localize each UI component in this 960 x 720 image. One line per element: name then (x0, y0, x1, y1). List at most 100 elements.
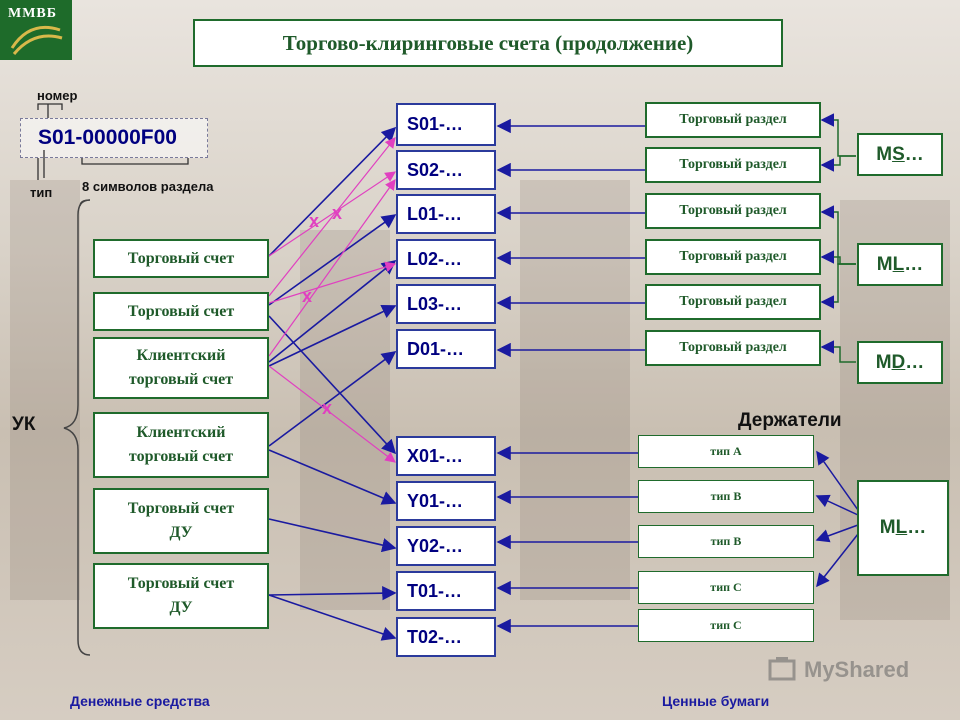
holders-title: Держатели (738, 410, 842, 431)
account-label: Клиентский торговый счет (128, 424, 234, 465)
account-label: Торговый счет ДУ (127, 500, 235, 541)
section-code-box: Y01-… (396, 481, 496, 521)
section-code-box: L01-… (396, 194, 496, 234)
trade-section-box: Торговый раздел (645, 147, 821, 183)
cross-mark: x (302, 286, 313, 306)
trade-section-label: Торговый раздел (679, 340, 787, 355)
myshared-watermark: MyShared (768, 655, 909, 685)
section-code: T02-… (407, 626, 463, 647)
m-prefix: M (876, 253, 893, 275)
section-code-box: L02-… (396, 239, 496, 279)
m-letter: L (895, 517, 908, 538)
section-code: T01-… (407, 580, 463, 601)
bottom-left-label: Денежные средства (70, 693, 210, 709)
uk-brace (63, 199, 91, 656)
account-label: Торговый счет (127, 302, 235, 320)
m-prefix: M (875, 351, 892, 373)
section-code-box: Y02-… (396, 526, 496, 566)
cross-mark: x (309, 211, 320, 231)
section-code-box: T02-… (396, 617, 496, 657)
section-code-box: X01-… (396, 436, 496, 476)
holder-type-box: тип А (638, 435, 814, 468)
account-label: Клиентский торговый счет (128, 347, 234, 388)
trade-section-label: Торговый раздел (679, 203, 787, 218)
code-symbols-label: 8 символов раздела (82, 179, 214, 194)
m-letter: L (892, 253, 905, 275)
cross-mark: x (332, 203, 343, 223)
page-title-text: Торгово-клиринговые счета (продолжение) (282, 30, 694, 55)
holder-type-box: тип С (638, 609, 814, 642)
code-type-label: тип (30, 185, 53, 200)
slides-icon (768, 657, 796, 681)
trade-section-box: Торговый раздел (645, 284, 821, 320)
code-box (20, 118, 208, 158)
mmvb-logo: ММВБ (0, 0, 72, 60)
m-prefix: M (879, 517, 896, 538)
trade-section-box: Торговый раздел (645, 193, 821, 229)
m-suffix: … (907, 517, 927, 538)
green-connectors (820, 113, 856, 363)
watermark-text: MyShared (804, 657, 910, 682)
m-suffix: … (904, 143, 924, 165)
holder-type-label: тип С (710, 618, 742, 632)
trade-section-box: Торговый раздел (645, 239, 821, 275)
holder-type-box: тип В (638, 525, 814, 558)
bottom-right-label: Ценные бумаги (662, 693, 770, 709)
trade-section-label: Торговый раздел (679, 112, 787, 127)
uk-label: УК (12, 414, 36, 435)
m-suffix: … (904, 253, 924, 275)
section-code: S02-… (407, 159, 464, 180)
logo-text: ММВБ (8, 6, 58, 21)
trust-trading-account-box: Торговый счет ДУ (93, 563, 269, 629)
section-code: D01-… (407, 338, 465, 359)
section-code: Y02-… (407, 535, 464, 556)
trade-section-box: Торговый раздел (645, 330, 821, 366)
m-prefix: M (876, 143, 893, 165)
m-letter: D (891, 351, 906, 373)
trade-section-label: Торговый раздел (679, 294, 787, 309)
blue-connections (268, 126, 397, 641)
holder-type-box: тип С (638, 571, 814, 604)
trade-section-label: Торговый раздел (679, 249, 787, 264)
m-letter: S (892, 143, 905, 165)
section-code-box: L03-… (396, 284, 496, 324)
m-suffix: … (905, 351, 925, 373)
section-code-box: T01-… (396, 571, 496, 611)
magenta-connections (268, 137, 397, 463)
trading-account-box: Торговый счет (93, 292, 269, 331)
page-title: Торгово-клиринговые счета (продолжение) (193, 19, 783, 67)
client-trading-account-box: Клиентский торговый счет (93, 412, 269, 478)
section-code: L01-… (407, 203, 463, 224)
section-code: S01-… (407, 114, 464, 134)
holder-type-label: тип В (710, 534, 742, 548)
trading-account-box: Торговый счет (93, 239, 269, 278)
trade-section-label: Торговый раздел (679, 157, 787, 172)
section-arrows (496, 118, 645, 634)
section-code-box: S02-… (396, 150, 496, 190)
code-value: S01-00000F00 (38, 126, 177, 149)
trust-trading-account-box: Торговый счет ДУ (93, 488, 269, 554)
section-code: X01-… (407, 445, 464, 466)
holder-type-box: тип В (638, 480, 814, 513)
holder-type-label: тип С (710, 580, 742, 594)
code-brackets (37, 103, 189, 207)
holder-type-label: тип А (710, 444, 742, 458)
account-label: Торговый счет ДУ (127, 575, 235, 616)
section-code: L03-… (407, 293, 463, 314)
section-code: Y01-… (407, 490, 464, 511)
holder-type-label: тип В (710, 489, 742, 503)
account-label: Торговый счет (127, 249, 235, 267)
section-code: L02-… (407, 248, 463, 269)
code-number-label: номер (37, 88, 78, 103)
section-code-box: D01-… (396, 329, 496, 369)
holder-arrows (815, 450, 859, 588)
section-code-box: S01-… (396, 103, 496, 146)
trade-section-box: Торговый раздел (645, 102, 821, 138)
logo-swoosh-icon (10, 25, 63, 55)
client-trading-account-box: Клиентский торговый счет (93, 337, 269, 399)
